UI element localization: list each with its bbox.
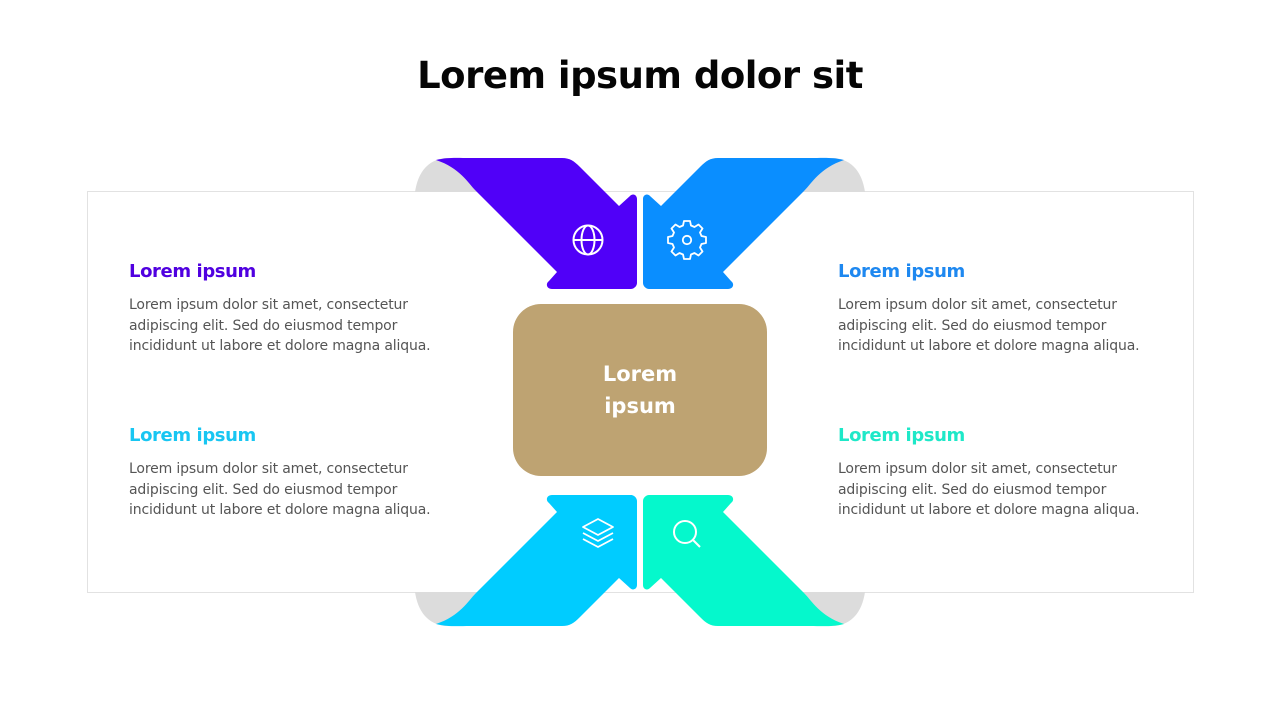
text-block-top-left: Lorem ipsum Lorem ipsum dolor sit amet, …: [129, 261, 459, 357]
text-block-bottom-right: Lorem ipsum Lorem ipsum dolor sit amet, …: [838, 425, 1168, 521]
block-body: Lorem ipsum dolor sit amet, consectetur …: [129, 461, 431, 518]
block-body: Lorem ipsum dolor sit amet, consectetur …: [838, 297, 1140, 354]
block-heading: Lorem ipsum: [129, 261, 256, 282]
block-body: Lorem ipsum dolor sit amet, consectetur …: [129, 297, 431, 354]
text-block-bottom-left: Lorem ipsum Lorem ipsum dolor sit amet, …: [129, 425, 459, 521]
text-block-top-right: Lorem ipsum Lorem ipsum dolor sit amet, …: [838, 261, 1168, 357]
fold-shadow-bottom-left: [415, 592, 505, 626]
fold-shadow-bottom-right: [775, 592, 865, 626]
block-heading: Lorem ipsum: [129, 425, 256, 446]
fold-shadow-top-left: [415, 158, 505, 192]
block-heading: Lorem ipsum: [838, 261, 965, 282]
center-box: Lorem ipsum: [513, 304, 767, 476]
block-body: Lorem ipsum dolor sit amet, consectetur …: [838, 461, 1140, 518]
center-label-line2: ipsum: [604, 394, 676, 418]
fold-shadow-top-right: [775, 158, 865, 192]
center-label-line1: Lorem: [602, 362, 678, 386]
page-title: Lorem ipsum dolor sit: [417, 54, 863, 97]
block-heading: Lorem ipsum: [838, 425, 965, 446]
